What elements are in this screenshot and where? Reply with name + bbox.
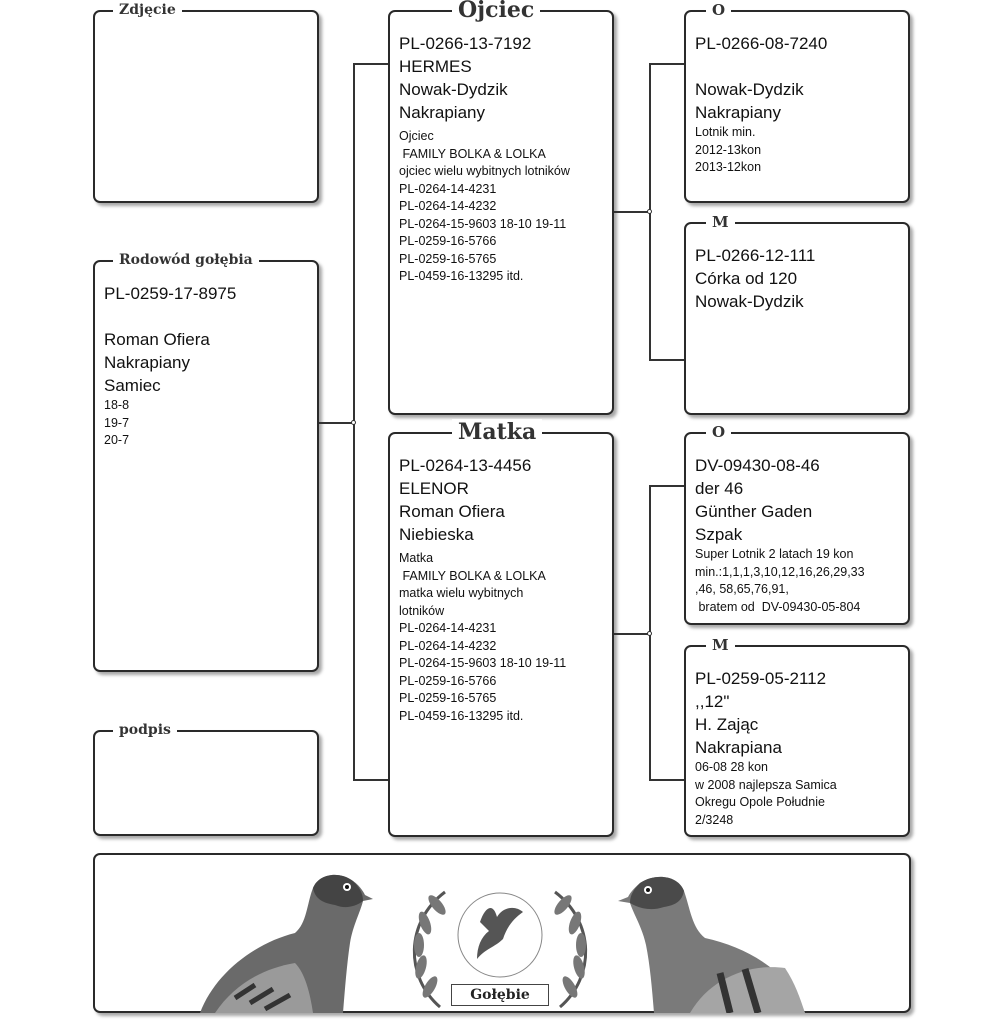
connector-dot <box>647 209 652 214</box>
mother-note: matka wielu wybitnych <box>399 585 606 603</box>
mother-note: lotników <box>399 603 606 621</box>
maternal-grandfather-note: ,46, 58,65,76,91, <box>695 581 902 599</box>
paternal-grandfather-note: 2013-12kon <box>695 159 902 177</box>
maternal-grandmother-box: M PL-0259-05-2112 ,,12" H. Zając Nakrapi… <box>684 645 910 837</box>
mother-breeder: Roman Ofiera <box>399 500 606 523</box>
paternal-grandmother-ring: PL-0266-12-111 <box>695 244 902 267</box>
father-note: FAMILY BOLKA & LOLKA <box>399 146 606 164</box>
subject-legend: Rodowód gołębia <box>113 251 259 269</box>
father-note: PL-0264-14-4232 <box>399 198 606 216</box>
photo-legend: Zdjęcie <box>113 1 182 19</box>
mother-note: PL-0259-16-5765 <box>399 690 606 708</box>
mother-note: PL-0264-14-4231 <box>399 620 606 638</box>
father-note: ojciec wielu wybitnych lotników <box>399 163 606 181</box>
mother-ring: PL-0264-13-4456 <box>399 454 606 477</box>
mother-note: Matka <box>399 550 606 568</box>
maternal-grandfather-name: der 46 <box>695 477 902 500</box>
paternal-grandfather-color: Nakrapiany <box>695 101 902 124</box>
maternal-grandfather-note: min.:1,1,1,3,10,12,16,26,29,33 <box>695 564 902 582</box>
paternal-grandmother-legend: M <box>706 213 735 231</box>
subject-note: 19-7 <box>104 415 311 433</box>
subject-color: Nakrapiany <box>104 351 311 374</box>
banner-box: Gołębie <box>93 853 911 1013</box>
connector-line <box>614 633 650 635</box>
paternal-grandfather-name <box>695 55 902 78</box>
father-box: Ojciec PL-0266-13-7192 HERMES Nowak-Dydz… <box>388 10 614 415</box>
father-note: PL-0264-15-9603 18-10 19-11 <box>399 216 606 234</box>
connector-dot <box>351 420 356 425</box>
logo-text: Gołębie <box>451 984 549 1006</box>
maternal-grandfather-breeder: Günther Gaden <box>695 500 902 523</box>
right-pigeon-image <box>610 863 810 1013</box>
left-pigeon-image <box>195 863 375 1013</box>
maternal-grandmother-note: w 2008 najlepsza Samica <box>695 777 902 795</box>
mother-box: Matka PL-0264-13-4456 ELENOR Roman Ofier… <box>388 432 614 837</box>
signature-legend: podpis <box>113 721 177 739</box>
mother-note: PL-0264-14-4232 <box>399 638 606 656</box>
paternal-grandfather-breeder: Nowak-Dydzik <box>695 78 902 101</box>
paternal-grandfather-legend: O <box>706 1 731 19</box>
connector-line <box>319 422 354 424</box>
connector-dot <box>647 631 652 636</box>
signature-box: podpis <box>93 730 319 836</box>
father-note: PL-0459-16-13295 itd. <box>399 268 606 286</box>
paternal-grandfather-note: Lotnik min. <box>695 124 902 142</box>
connector-line <box>614 211 650 213</box>
father-color: Nakrapiany <box>399 101 606 124</box>
father-note: Ojciec <box>399 128 606 146</box>
mother-name: ELENOR <box>399 477 606 500</box>
subject-note: 20-7 <box>104 432 311 450</box>
connector-line <box>649 359 684 361</box>
father-legend: Ojciec <box>452 0 540 23</box>
maternal-grandmother-note: 2/3248 <box>695 812 902 830</box>
connector-line <box>649 63 684 65</box>
mother-note: FAMILY BOLKA & LOLKA <box>399 568 606 586</box>
pedigree-subject-box: Rodowód gołębia PL-0259-17-8975 Roman Of… <box>93 260 319 672</box>
maternal-grandmother-ring: PL-0259-05-2112 <box>695 667 902 690</box>
maternal-grandfather-note: Super Lotnik 2 latach 19 kon <box>695 546 902 564</box>
father-note: PL-0259-16-5765 <box>399 251 606 269</box>
maternal-grandfather-note: bratem od DV-09430-05-804 <box>695 599 902 617</box>
father-breeder: Nowak-Dydzik <box>399 78 606 101</box>
maternal-grandfather-color: Szpak <box>695 523 902 546</box>
maternal-grandmother-color: Nakrapiana <box>695 736 902 759</box>
mother-legend: Matka <box>452 419 542 445</box>
father-note: PL-0264-14-4231 <box>399 181 606 199</box>
paternal-grandmother-breeder: Nowak-Dydzik <box>695 290 902 313</box>
paternal-grandmother-box: M PL-0266-12-111 Córka od 120 Nowak-Dydz… <box>684 222 910 415</box>
maternal-grandmother-name: ,,12" <box>695 690 902 713</box>
mother-note: PL-0259-16-5766 <box>399 673 606 691</box>
father-note: PL-0259-16-5766 <box>399 233 606 251</box>
maternal-grandmother-breeder: H. Zając <box>695 713 902 736</box>
maternal-grandfather-ring: DV-09430-08-46 <box>695 454 902 477</box>
maternal-grandmother-note: 06-08 28 kon <box>695 759 902 777</box>
connector-line <box>649 779 684 781</box>
mother-note: PL-0459-16-13295 itd. <box>399 708 606 726</box>
mother-color: Niebieska <box>399 523 606 546</box>
connector-line <box>649 485 684 487</box>
subject-note: 18-8 <box>104 397 311 415</box>
father-name: HERMES <box>399 55 606 78</box>
connector-line <box>353 63 388 65</box>
mother-note: PL-0264-15-9603 18-10 19-11 <box>399 655 606 673</box>
paternal-grandfather-box: O PL-0266-08-7240 Nowak-Dydzik Nakrapian… <box>684 10 910 203</box>
photo-box: Zdjęcie <box>93 10 319 203</box>
paternal-grandmother-name: Córka od 120 <box>695 267 902 290</box>
paternal-grandfather-ring: PL-0266-08-7240 <box>695 32 902 55</box>
paternal-grandfather-note: 2012-13kon <box>695 142 902 160</box>
logo: Gołębie <box>385 867 615 1017</box>
maternal-grandfather-box: O DV-09430-08-46 der 46 Günther Gaden Sz… <box>684 432 910 625</box>
father-ring: PL-0266-13-7192 <box>399 32 606 55</box>
subject-ring: PL-0259-17-8975 <box>104 282 311 305</box>
subject-sex: Samiec <box>104 374 311 397</box>
connector-line <box>353 779 388 781</box>
maternal-grandmother-legend: M <box>706 636 735 654</box>
maternal-grandfather-legend: O <box>706 423 731 441</box>
subject-owner: Roman Ofiera <box>104 328 311 351</box>
maternal-grandmother-note: Okregu Opole Południe <box>695 794 902 812</box>
